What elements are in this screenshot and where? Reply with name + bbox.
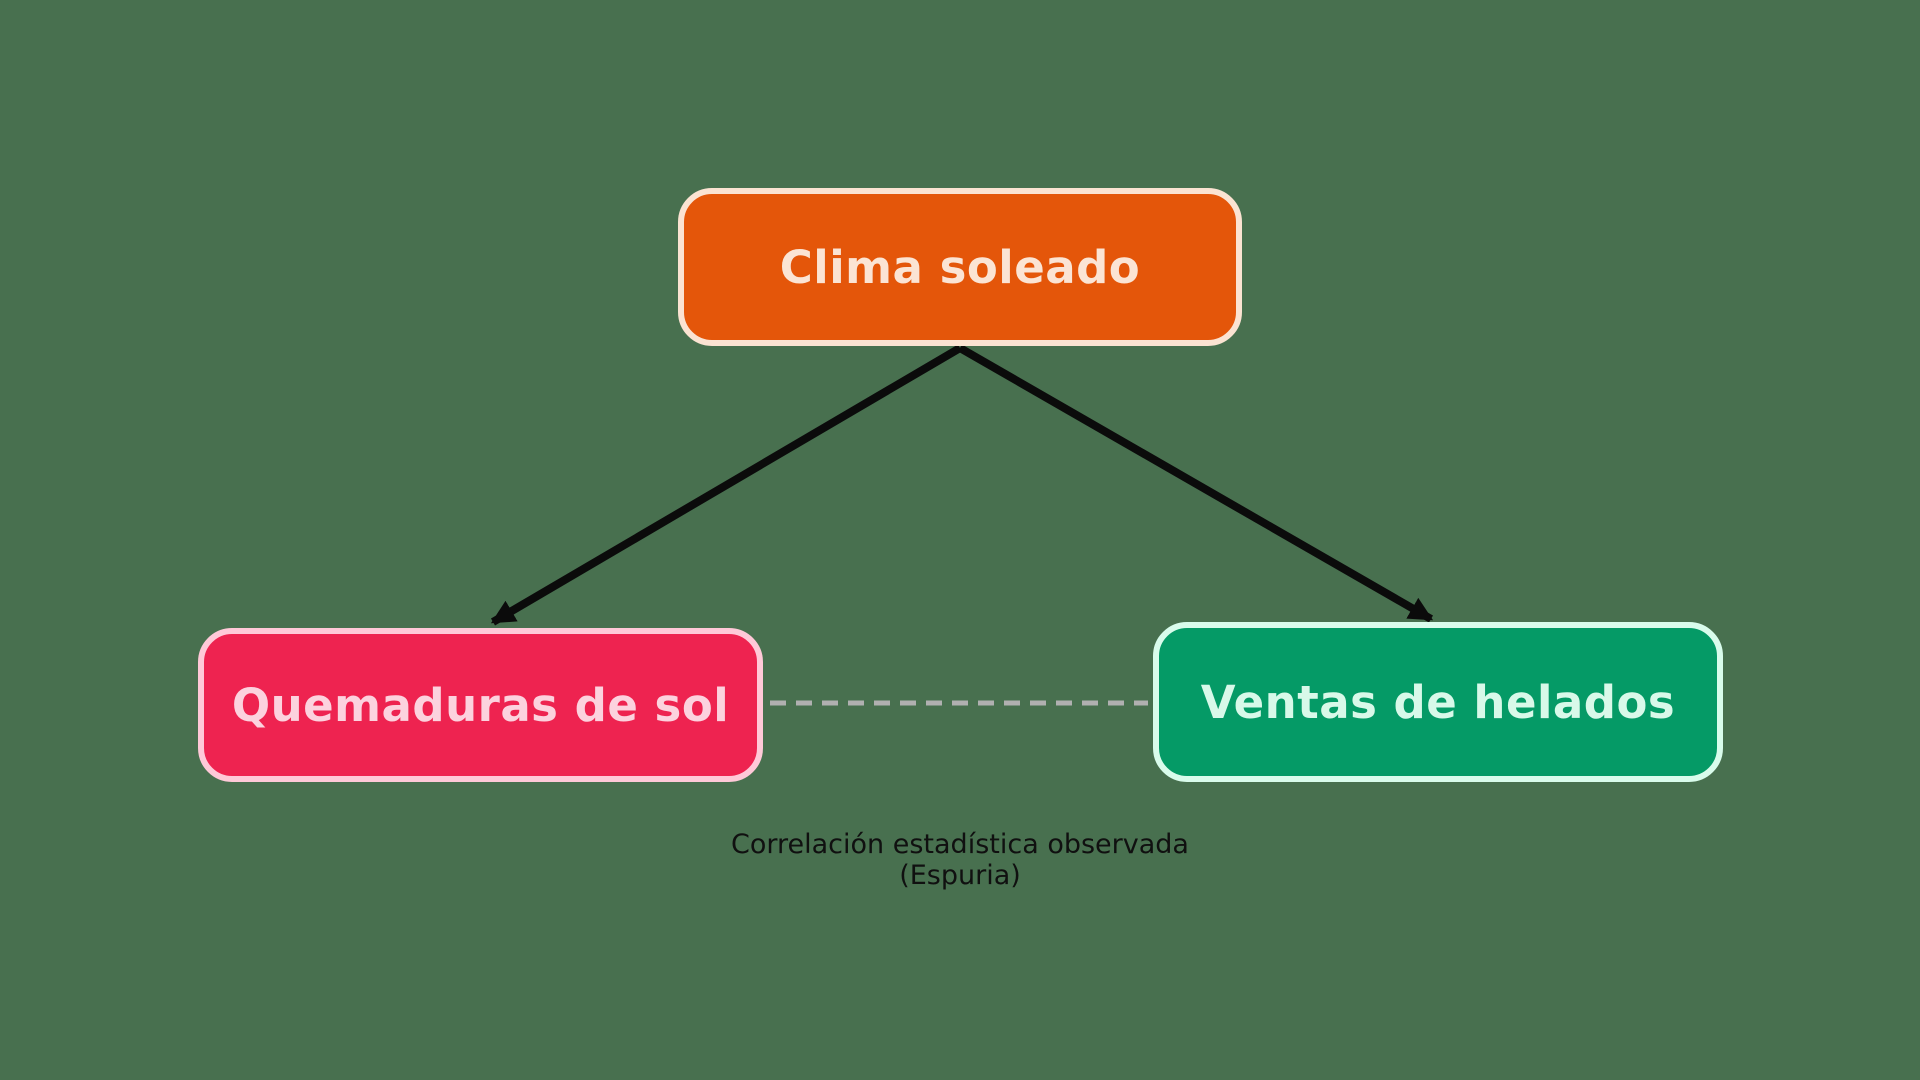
node-label-ventas-de-helados: Ventas de helados bbox=[1200, 675, 1676, 729]
caption-line-1: Correlación estadística observada bbox=[731, 829, 1189, 860]
node-quemaduras-de-sol: Quemaduras de sol bbox=[198, 628, 763, 782]
arrow-cause-to-sunburn bbox=[490, 344, 963, 626]
node-label-clima-soleado: Clima soleado bbox=[779, 240, 1141, 294]
correlation-caption: Correlación estadística observada (Espur… bbox=[731, 829, 1189, 891]
node-ventas-de-helados: Ventas de helados bbox=[1153, 622, 1723, 782]
arrow-cause-to-icecream bbox=[958, 344, 1434, 623]
node-label-quemaduras-de-sol: Quemaduras de sol bbox=[231, 678, 730, 732]
node-clima-soleado: Clima soleado bbox=[678, 188, 1242, 346]
caption-line-2: (Espuria) bbox=[899, 860, 1021, 891]
